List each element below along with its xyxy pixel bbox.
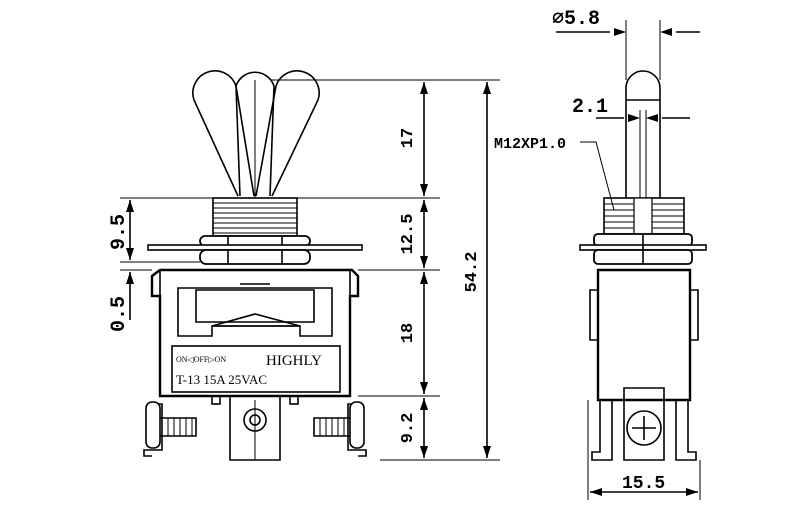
terminals	[143, 395, 367, 461]
dim-terminal-height: 9.2	[399, 413, 418, 444]
dim-toggle-height: 17	[399, 128, 418, 148]
dim-panel-offset: 0.5	[108, 296, 131, 332]
front-dimensions: 17 12.5 18 9.2 54.2 9.5 0.5	[108, 79, 500, 461]
side-body	[589, 268, 699, 402]
switch-body	[150, 268, 360, 398]
dim-lever-tip: 2.1	[572, 96, 608, 119]
dim-bushing-height: 12.5	[399, 214, 418, 255]
dim-thread-length: 9.5	[108, 214, 131, 250]
dim-body-height: 18	[399, 323, 418, 343]
side-lever	[625, 70, 661, 200]
lever-positions	[192, 70, 320, 200]
side-dimensions: ⌀5.8 2.1 M12XP1.0 15.5	[494, 8, 701, 500]
side-terminal	[591, 387, 697, 461]
threaded-bushing	[212, 197, 298, 237]
label-plate: ON◁OFF▷ON HIGHLY T-13 15A 25VAC	[171, 345, 341, 393]
dim-total-height: 54.2	[463, 252, 482, 293]
side-bushing	[603, 197, 685, 235]
front-view: ON◁OFF▷ON HIGHLY T-13 15A 25VAC	[143, 70, 367, 461]
dim-body-width: 15.5	[622, 474, 665, 494]
side-view	[579, 70, 707, 461]
brand-name: HIGHLY	[266, 353, 322, 369]
rating-text: T-13 15A 25VAC	[176, 372, 267, 387]
lower-nut	[199, 249, 311, 265]
dim-thread-spec: M12XP1.0	[494, 136, 566, 153]
upper-nut	[199, 235, 311, 247]
position-markings: ON◁OFF▷ON	[176, 355, 226, 364]
dim-lever-diameter: ⌀5.8	[552, 8, 600, 31]
